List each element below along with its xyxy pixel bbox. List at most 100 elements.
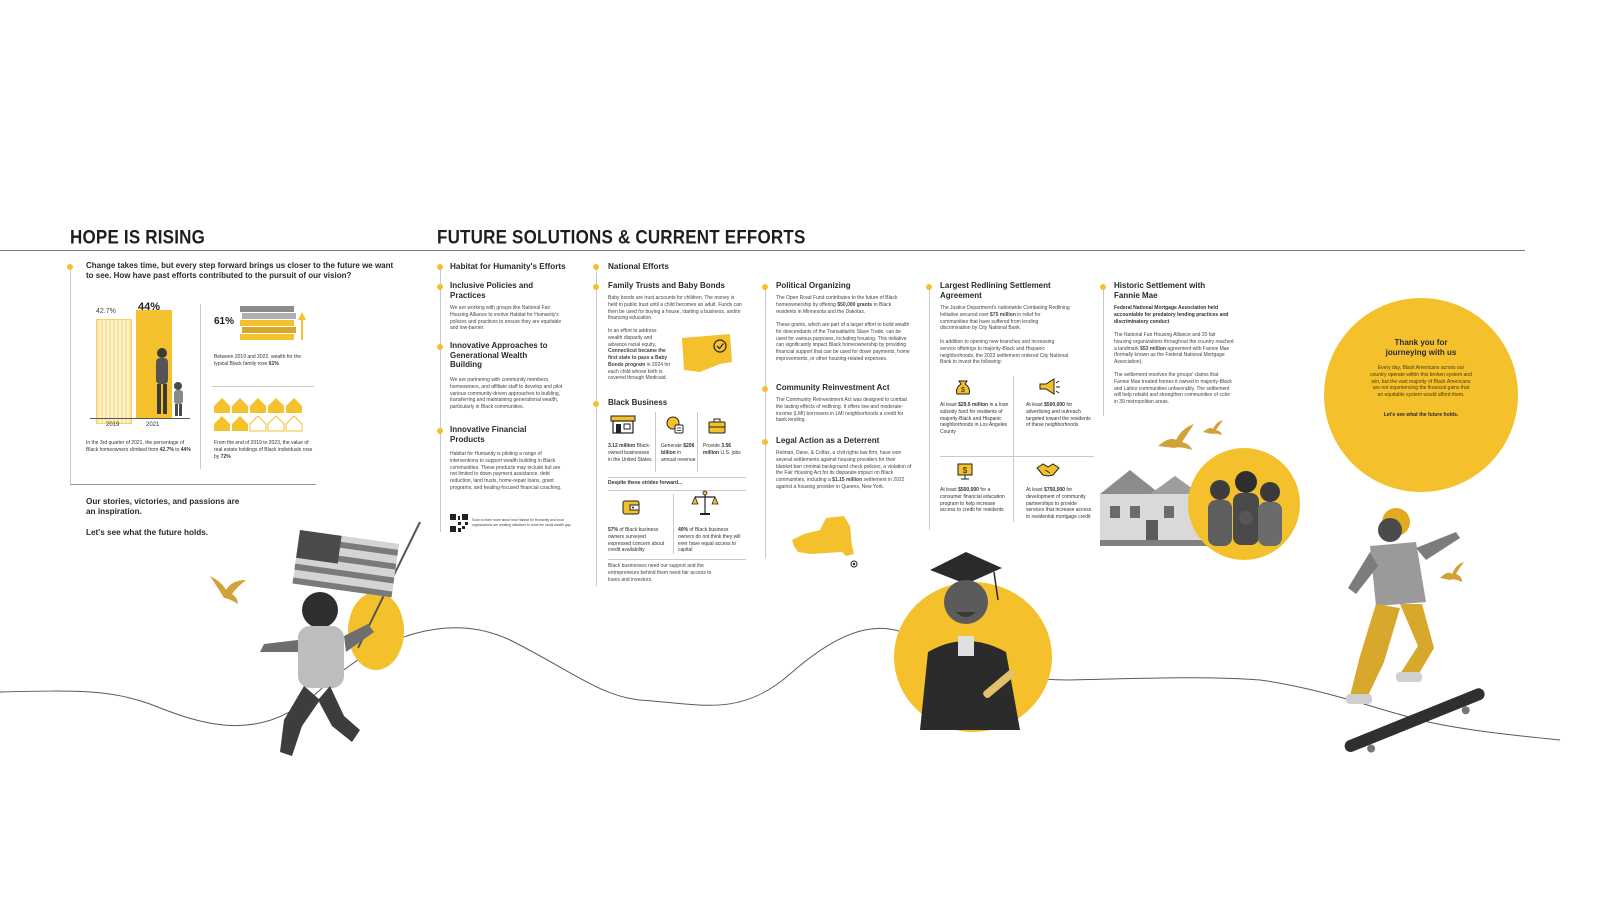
p-text: Relman, Dane, & Colfax, a civil rights l… (776, 450, 912, 483)
timeline-dot (437, 284, 443, 290)
stat-text: At least (1026, 402, 1045, 408)
caption-bold: 72% (220, 453, 231, 460)
briefcase-icon (708, 418, 726, 434)
despite-label: Despite these strides forward... (608, 480, 683, 486)
skateboarder-photo (1344, 508, 1485, 753)
bird-icon (1203, 420, 1223, 435)
redlining-item-2: At least $500,000 for advertising and ou… (1026, 402, 1092, 429)
timeline-dot (926, 284, 932, 290)
stat-bold: 40% (678, 527, 689, 533)
timeline-dot (762, 386, 768, 392)
fannie-lead: Federal National Mortgage Association he… (1114, 305, 1229, 325)
timeline-dot (762, 439, 768, 445)
child-with-flag-photo (260, 521, 421, 756)
caption-text: Between 2019 and 2022, wealth for the ty… (214, 354, 302, 367)
redlining-title: Largest Redlining Settlement Agreement (940, 281, 1051, 300)
stat-text: for advertising and outreach targeted to… (1026, 402, 1091, 429)
handshake-icon (1036, 463, 1060, 477)
bar-category-2021: 2021 (146, 422, 160, 428)
hope-closing-1: Our stories, victories, and passions are… (86, 497, 240, 517)
political-p1: The Open Road Fund contributes to the fu… (776, 295, 912, 315)
divider (212, 386, 314, 387)
header-rule (0, 250, 1525, 251)
political-p2: These grants, which are part of a larger… (776, 322, 910, 362)
divider (655, 412, 656, 472)
hope-closing-2: Let's see what the future holds. (86, 528, 209, 537)
homeowner-caption: In the 3rd quarter of 2021, the percenta… (86, 440, 196, 454)
caption-text: In the 3rd quarter of 2021, the percenta… (86, 440, 185, 453)
p-text: The National Fair Housing Alliance and 2… (1114, 332, 1234, 352)
wealth-caption: Between 2019 and 2022, wealth for the ty… (214, 354, 314, 368)
divider (608, 559, 746, 560)
timeline-dot (593, 401, 599, 407)
megaphone-icon (1039, 378, 1060, 395)
cra-text: The Community Reinvestment Act was desig… (776, 397, 907, 424)
timeline-line (928, 286, 930, 530)
education-money-icon: $ (957, 463, 973, 480)
timeline-line (764, 286, 766, 558)
biz-stat-3: Provide 3.56 million U.S. jobs (703, 443, 743, 457)
stat-text: Generate (661, 443, 684, 449)
trusts-title: Family Trusts and Baby Bonds (608, 281, 725, 290)
stat-text: Provide (703, 443, 722, 449)
stat-bold: $206 billion (661, 443, 695, 456)
habitat-b1-text: We are working with groups like National… (450, 305, 562, 332)
real-estate-caption: From the end of 2019 to 2023, the value … (214, 440, 314, 460)
thanks-text: Every day, Black Americans across our co… (1370, 365, 1472, 398)
p-text: agreement with Fannie Mae (formally know… (1114, 345, 1230, 366)
fannie-p1: The National Fair Housing Alliance and 2… (1114, 332, 1234, 366)
qr-code-icon[interactable] (450, 514, 468, 532)
redlining-p2: In addition to opening new branches and … (940, 339, 1069, 366)
stat-text: in a loan subsidy fund for residents of … (940, 402, 1009, 435)
thanks-closing: Let's see what the future holds. (1383, 412, 1459, 418)
qr-caption: Scan to learn more about how Habitat for… (472, 518, 572, 527)
caption-bold: 42.7% (159, 446, 174, 453)
biz-stat-1: 3.12 million Black-owned businesses in t… (608, 443, 654, 463)
bird-icon (1440, 562, 1464, 582)
stat-text: of Black business owners surveyed expres… (608, 527, 665, 554)
p-text: settlement in 2022 against a housing pro… (776, 477, 905, 490)
homeowner-bar-chart: 42.7% 44% 2019 2021 (86, 298, 198, 448)
connecticut-map-icon (682, 334, 732, 372)
money-bag-icon: $ (956, 380, 970, 395)
stat-bold: 3.56 million (703, 443, 732, 456)
fannie-p2: The settlement resolves the groups' clai… (1114, 372, 1232, 405)
p-bold: $53 million (1140, 345, 1166, 352)
biz-stat-2: Generate $206 billion in annual revenue (661, 443, 697, 463)
timeline-dot (762, 284, 768, 290)
timeline-line (439, 270, 441, 532)
p-bold: $1.15 million (832, 477, 863, 483)
stat-bold: $750,000 (1044, 487, 1065, 493)
new-york-map-icon (792, 516, 858, 568)
thanks-title: Thank you for journeying with us (1385, 338, 1457, 357)
houses-icon-grid (214, 398, 303, 432)
p-bold: $75 million (990, 311, 1016, 318)
coins-icon (666, 416, 684, 434)
biz-footer: Black businesses need our support and th… (608, 563, 712, 583)
habitat-b1-title: Inclusive Policies and Practices (450, 281, 534, 300)
bird-icon (1158, 424, 1194, 450)
divider (1013, 376, 1014, 522)
redlining-item-3: At least $500,000 for a consumer financi… (940, 487, 1010, 514)
bar-value-label-2019: 42.7% (96, 308, 116, 315)
cra-title: Community Reinvestment Act (776, 383, 890, 392)
ct-bold: Connecticut became the first state to pa… (608, 348, 668, 368)
timeline-dot (67, 264, 73, 270)
caption-bold: 61% (268, 360, 279, 367)
bar-category-2019: 2019 (106, 422, 120, 428)
stat-bold: 3.12 million (608, 443, 636, 449)
stat-text: At least (940, 487, 959, 493)
connecticut-text: In an effort to address wealth disparity… (608, 328, 672, 382)
habitat-b3-text: Habitat for Humanity is piloting a range… (450, 451, 562, 491)
wealth-pct: 61% (214, 316, 235, 327)
svg-text:$: $ (963, 466, 968, 475)
ct-text: in 2024 for each child whose birth is co… (608, 361, 671, 382)
scales-icon (691, 490, 719, 515)
p-bold: $50,000 grants (837, 301, 873, 308)
national-heading: National Efforts (608, 262, 669, 271)
wallet-icon (622, 500, 640, 515)
house-photo (1100, 470, 1210, 546)
political-title: Political Organizing (776, 281, 851, 290)
svg-text:$: $ (961, 387, 965, 394)
graduate-photo (920, 552, 1020, 730)
